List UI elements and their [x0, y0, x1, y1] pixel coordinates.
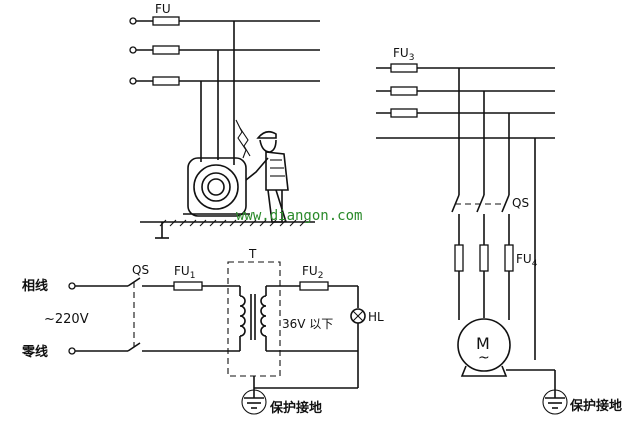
label-voltage-in: ~220V	[44, 312, 89, 327]
label-ground-right: 保护接地	[569, 398, 622, 414]
label-fu1: FU1	[174, 264, 195, 281]
motor-label: M	[476, 334, 490, 353]
fuse-fu-l2	[152, 45, 180, 55]
fuse-fu4-l3	[504, 244, 514, 272]
terminal-neutral	[68, 347, 76, 355]
motor-symbol: ~	[478, 350, 490, 366]
fuse-fu2	[299, 281, 329, 291]
fuse-fu1	[173, 281, 203, 291]
terminal-l2	[129, 46, 137, 54]
fuse-fu-l3	[152, 76, 180, 86]
right-supply: FU3 QS FU4	[376, 46, 555, 360]
fuse-fu-l1	[152, 16, 180, 26]
label-fu2: FU2	[302, 264, 323, 281]
label-qs-left: QS	[132, 263, 149, 277]
transformer-circuit: 相线 零线 ~220V QS FU1 T	[21, 247, 384, 416]
top-left-supply: FU	[129, 2, 320, 165]
label-ground-left: 保护接地	[269, 400, 322, 416]
label-transformer: T	[248, 247, 257, 261]
fuse-fu4-l2	[479, 244, 489, 272]
ground-right-icon	[542, 389, 568, 415]
watermark-text: www.diangon.com	[236, 208, 362, 224]
fuse-fu4-l1	[454, 244, 464, 272]
terminal-phase	[68, 282, 76, 290]
worker-figure-icon	[245, 130, 289, 223]
label-fu4: FU4	[516, 252, 538, 269]
label-voltage-out: 36V 以下	[282, 317, 333, 331]
terminal-l3	[129, 77, 137, 85]
label-fu-top: FU	[155, 2, 171, 16]
label-fu3: FU3	[393, 46, 414, 63]
fuse-fu3-l3	[390, 108, 418, 118]
fuse-fu3-l2	[390, 86, 418, 96]
fuse-fu3-l1	[390, 63, 418, 73]
motor-right: M ~ 保护接地	[457, 318, 622, 415]
label-phase-line: 相线	[22, 278, 48, 294]
label-neutral-line: 零线	[21, 344, 48, 360]
motor-left	[183, 119, 251, 217]
leakage-bolt-icon	[235, 119, 247, 159]
terminal-l1	[129, 17, 137, 25]
ground-left-icon	[241, 389, 267, 415]
label-qs-right: QS	[512, 196, 529, 210]
transformer-box	[227, 261, 281, 377]
ground-left-top	[140, 219, 315, 239]
label-lamp: HL	[368, 310, 384, 324]
